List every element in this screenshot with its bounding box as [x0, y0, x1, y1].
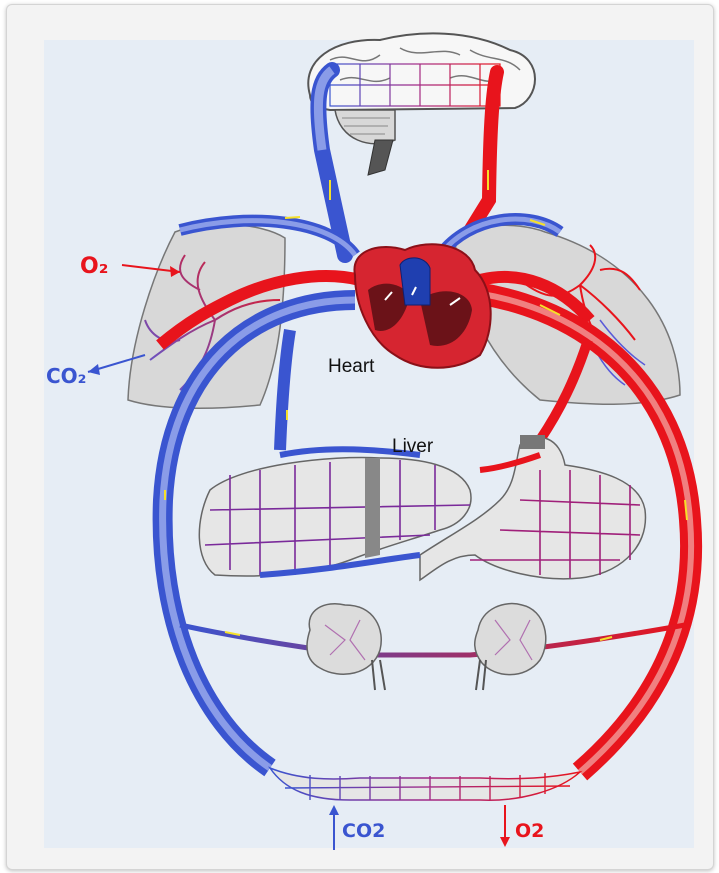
kidneys	[180, 604, 685, 690]
co2-bottom-label: CO2	[342, 820, 385, 842]
o2-lung-arrow	[122, 265, 180, 277]
o2-bottom-arrow	[500, 805, 510, 847]
o2-bottom-label: O2	[515, 820, 544, 842]
brain	[308, 33, 535, 175]
liver-label: Liver	[392, 436, 434, 457]
heart	[354, 244, 490, 367]
co2-lung-label: CO₂	[46, 364, 86, 388]
heart-label: Heart	[328, 356, 375, 377]
o2-lung-label: O₂	[80, 254, 108, 279]
co2-bottom-arrow	[329, 805, 339, 850]
systemic-capillaries	[270, 768, 580, 800]
